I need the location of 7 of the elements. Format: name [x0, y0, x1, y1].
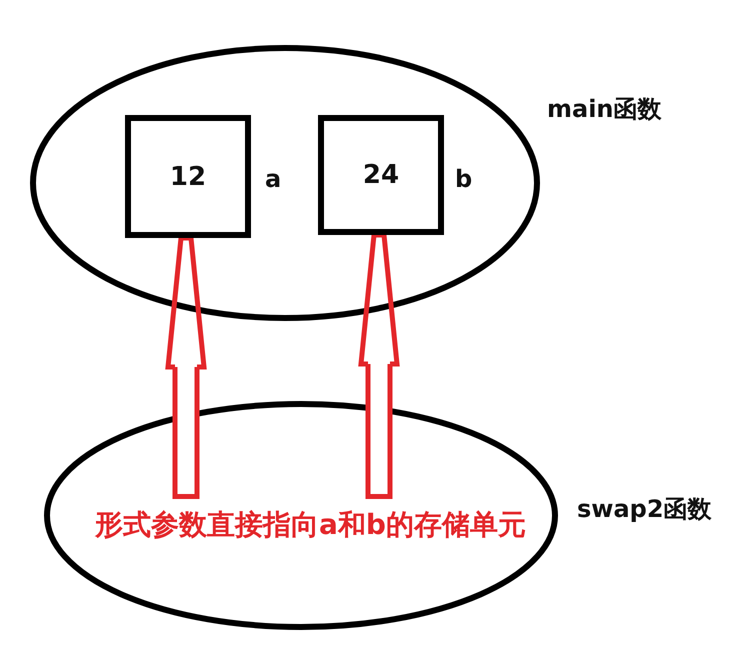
- value-box: 12: [125, 115, 251, 238]
- variable-label: a: [265, 167, 282, 191]
- value-box: 24: [318, 115, 444, 235]
- function-label: swap2函数: [577, 497, 712, 521]
- variable-label: b: [455, 167, 472, 191]
- annotation-text: 形式参数直接指向a和b的存储单元: [95, 511, 526, 539]
- function-label: main函数: [547, 97, 662, 121]
